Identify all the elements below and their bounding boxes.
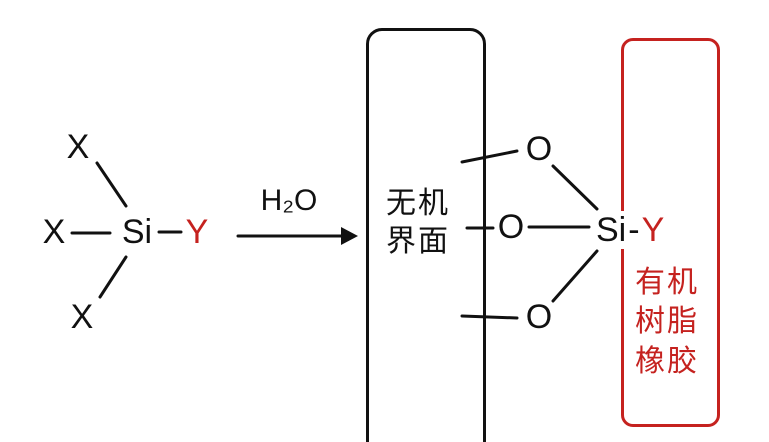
organic-label-line1: 有机	[635, 266, 699, 299]
reactant-y-label: Y	[185, 213, 209, 251]
inorganic-interface-panel	[366, 28, 486, 442]
bond-obottom-si	[551, 249, 599, 303]
organic-label-line3: 橡胶	[635, 345, 699, 378]
bond-otop-si	[551, 164, 599, 211]
reactant-x-left-label: X	[42, 213, 66, 251]
bond-xtop-si	[95, 161, 128, 208]
reactant-si-label: Si	[121, 213, 153, 251]
bond-surface-o-bottom	[460, 314, 519, 320]
product-si-label: Si	[596, 211, 627, 249]
product-y-label: Y	[641, 211, 665, 249]
reactant-x-top-label: X	[66, 128, 90, 166]
inorganic-label-line1: 无机	[386, 187, 450, 220]
h2o-label: H₂O	[260, 184, 318, 217]
organic-label-line2: 树脂	[635, 305, 699, 338]
reactant-x-bottom-label: X	[70, 298, 94, 336]
inorganic-label-line2: 界面	[386, 225, 450, 258]
bond-surface-o-top	[460, 149, 519, 164]
oxygen-middle-label: O	[497, 208, 525, 246]
oxygen-bottom-label: O	[525, 298, 553, 336]
bond-xbottom-si	[98, 255, 128, 299]
reaction-arrow-head	[341, 227, 358, 245]
product-bond-dash: -	[628, 211, 640, 249]
oxygen-top-label: O	[525, 130, 553, 168]
product-si-y-group: Si - Y	[592, 211, 669, 249]
